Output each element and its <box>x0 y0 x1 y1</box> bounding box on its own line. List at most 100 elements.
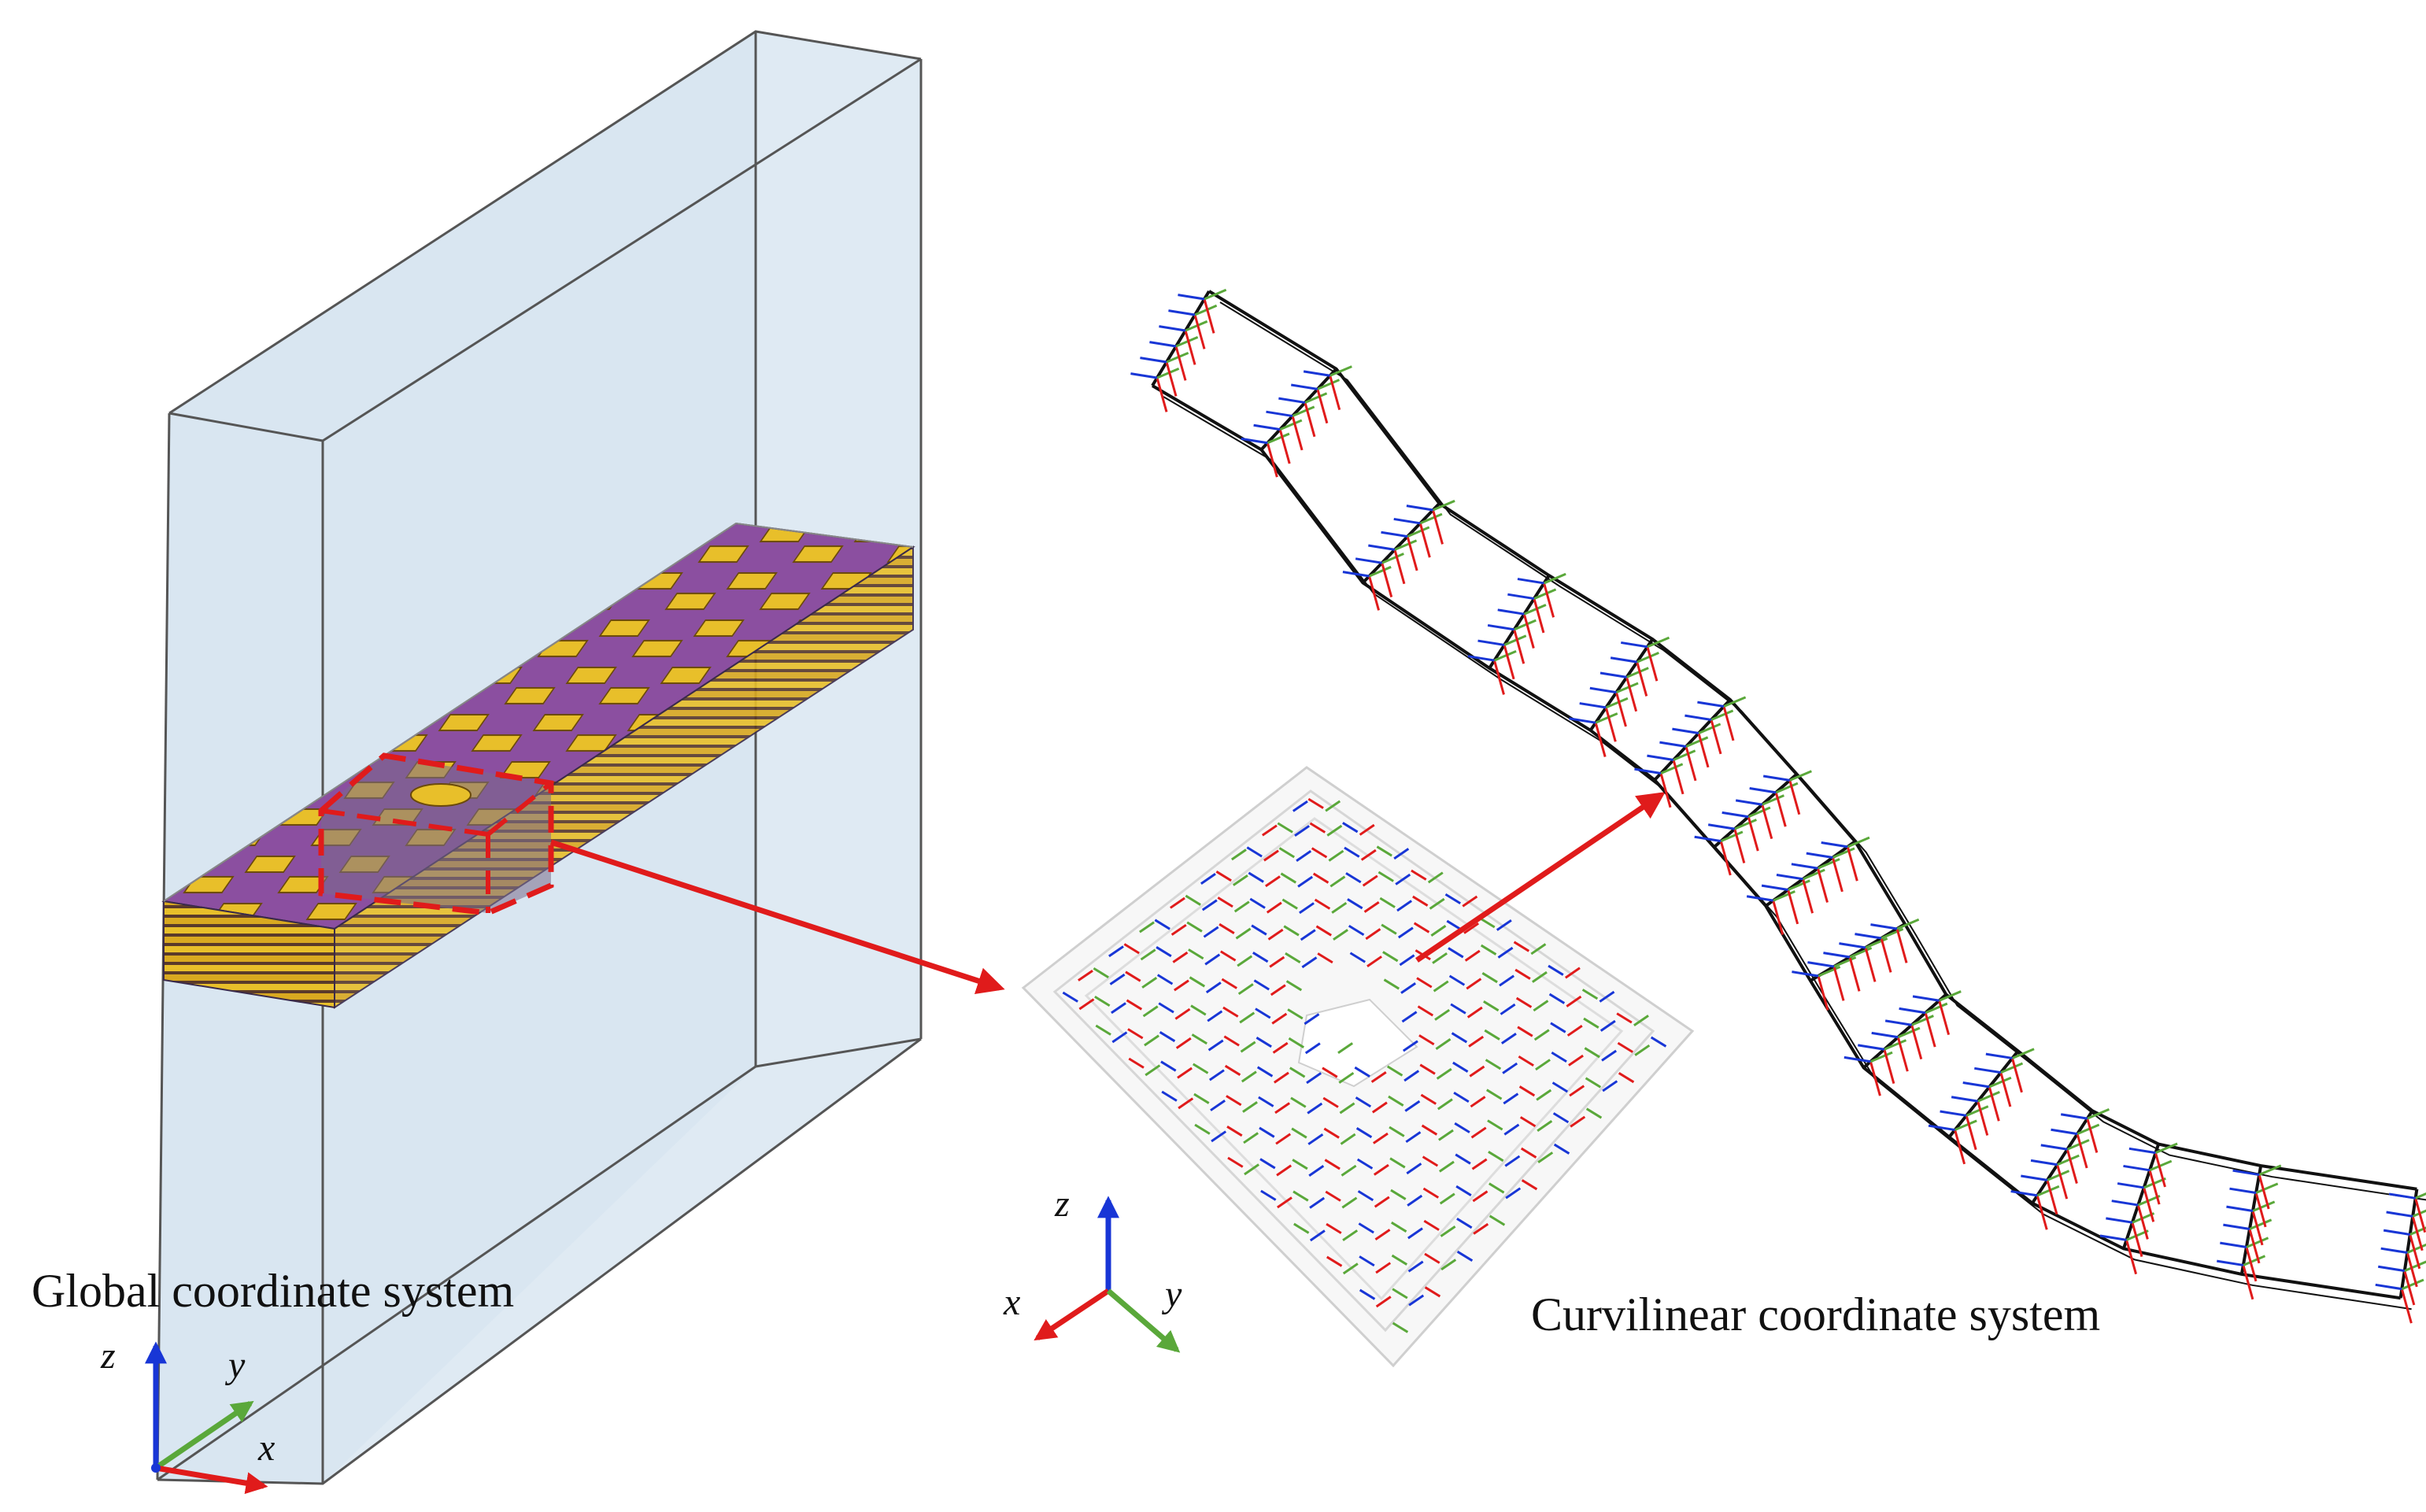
yarn-orientation-arrow <box>1304 392 1328 404</box>
orientation-arrow <box>1326 1255 1343 1267</box>
yarn-orientation-arrow <box>1304 402 1316 438</box>
orientation-arrow <box>1358 1222 1374 1234</box>
yarn-orientation-arrow <box>2406 1252 2418 1288</box>
orientation-arrow <box>1374 1229 1391 1241</box>
yarn-orientation-arrow <box>1807 961 1835 968</box>
yarn-orientation-arrow <box>1749 786 1777 794</box>
yarn-orientation-arrow <box>2217 1259 2244 1266</box>
yarn-orientation-arrow <box>2409 1226 2426 1236</box>
orientation-arrow <box>1255 1007 1271 1019</box>
yarn-orientation-arrow <box>1614 692 1627 727</box>
yarn-orientation-arrow <box>1746 895 1773 902</box>
local-z-label: z <box>1054 1183 1070 1225</box>
orientation-arrow <box>1618 1072 1635 1084</box>
yarn-orientation-arrow <box>1610 656 1637 664</box>
yarn-orientation-arrow <box>1951 1096 1978 1103</box>
orientation-arrow <box>1407 1260 1424 1273</box>
yarn-orientation-arrow <box>1774 792 1787 827</box>
orientation-arrow <box>1307 1133 1324 1145</box>
orientation-arrow <box>1160 1060 1177 1072</box>
orientation-arrow <box>1223 1035 1240 1047</box>
orientation-arrow <box>1304 1042 1321 1055</box>
orientation-arrow <box>1111 1002 1126 1015</box>
orientation-arrow <box>1308 1165 1325 1177</box>
orientation-arrow <box>1277 1196 1293 1209</box>
yarn-orientation-arrow <box>1175 335 1199 348</box>
orientation-arrow <box>1189 976 1206 988</box>
orientation-arrow-field <box>1062 797 1667 1333</box>
yarn-orientation-arrow <box>1419 512 1443 525</box>
yarn-orientation-arrow <box>2229 1187 2257 1195</box>
orientation-arrow <box>1566 995 1582 1007</box>
yarn-orientation-arrow <box>1605 697 1629 709</box>
curvilinear-coordinate-label: Curvilinear coordinate system <box>1531 1288 2100 1340</box>
yarn-orientation-arrow <box>1694 835 1721 843</box>
orientation-arrow <box>1505 1187 1522 1200</box>
orientation-arrow <box>1401 1011 1418 1023</box>
orientation-arrow <box>1159 1031 1176 1043</box>
orientation-arrow <box>1422 1155 1439 1167</box>
orientation-arrow <box>1281 898 1298 910</box>
yarn-orientation-arrow <box>1159 325 1186 332</box>
yarn-orientation-arrow <box>1625 676 1638 712</box>
yarn-orientation-arrow <box>1773 890 1795 902</box>
global-y-axis <box>154 1400 254 1470</box>
orientation-arrow <box>1397 926 1414 939</box>
orientation-arrow <box>1424 1286 1441 1298</box>
orientation-arrow <box>1205 982 1222 994</box>
yarn-cross-section <box>1151 290 1211 387</box>
yarn-orientation-arrow <box>1698 723 1721 734</box>
yarn-orientation-arrow <box>2412 1209 2426 1218</box>
yarn-orientation-arrow <box>1278 397 1306 404</box>
orientation-arrow <box>1307 797 1324 809</box>
yarn-cross-section <box>1259 368 1338 451</box>
yarn-orientation-arrow <box>1928 1124 1955 1132</box>
orientation-arrow <box>1373 1163 1389 1176</box>
yarn-cross-section <box>1713 773 1798 848</box>
yarn-orientation-arrow <box>1368 565 1392 578</box>
yarn-orientation-arrow <box>2377 1265 2406 1273</box>
yarn-orientation-arrow <box>1772 900 1784 935</box>
orientation-arrow <box>1215 871 1232 882</box>
yarn-orientation-arrow <box>1761 884 1788 891</box>
yarn-orientation-arrow <box>1543 572 1566 585</box>
orientation-arrow <box>1289 1067 1306 1078</box>
orientation-arrow <box>1219 922 1235 934</box>
yarn-orientation-arrow <box>1599 671 1627 678</box>
yarn-orientation-arrow <box>1381 562 1393 597</box>
yarn-cross-section <box>1947 1050 2020 1138</box>
orientation-arrow <box>1357 1190 1374 1202</box>
yarn-orientation-arrow <box>2086 1118 2099 1153</box>
orientation-arrow <box>1485 1059 1502 1070</box>
orientation-arrow <box>1419 1063 1436 1075</box>
yarn-orientation-arrow <box>1849 946 1873 959</box>
orientation-arrow <box>1174 1007 1191 1020</box>
orientation-arrow <box>1338 1071 1355 1084</box>
orientation-arrow <box>1207 1039 1224 1052</box>
orientation-arrow <box>1109 973 1126 985</box>
yarn-orientation-arrow <box>1762 774 1790 782</box>
yarn-orientation-arrow <box>1818 965 1841 978</box>
global-axes: z y x <box>100 1335 275 1495</box>
orientation-arrow <box>1569 1085 1585 1097</box>
yarn-orientation-arrow <box>1721 811 1749 819</box>
orientation-arrow <box>1125 970 1141 982</box>
orientation-arrow <box>1269 956 1285 968</box>
orientation-arrow <box>1386 1065 1403 1077</box>
orientation-arrow <box>1391 1254 1408 1266</box>
yarn-orientation-arrow <box>1303 370 1330 377</box>
unit-cell-highlight <box>318 752 554 916</box>
yarn-orientation-arrow <box>1418 523 1431 558</box>
yarn-orientation-arrow <box>1595 712 1618 724</box>
yarn-orientation-arrow <box>1839 942 1866 949</box>
orientation-arrow <box>1585 1077 1602 1089</box>
orientation-arrow <box>1345 872 1362 884</box>
yarn-orientation-arrow <box>1940 1110 1967 1117</box>
orientation-arrow <box>1349 952 1366 963</box>
yarn-orientation-arrow <box>1833 956 1857 968</box>
orientation-arrow <box>1304 1013 1320 1026</box>
yarn-orientation-arrow <box>1869 1051 1893 1063</box>
orientation-arrow <box>1408 1294 1425 1307</box>
yarn-orientation-arrow <box>2123 1164 2150 1172</box>
yarn-orientation-arrow <box>2380 1247 2408 1255</box>
